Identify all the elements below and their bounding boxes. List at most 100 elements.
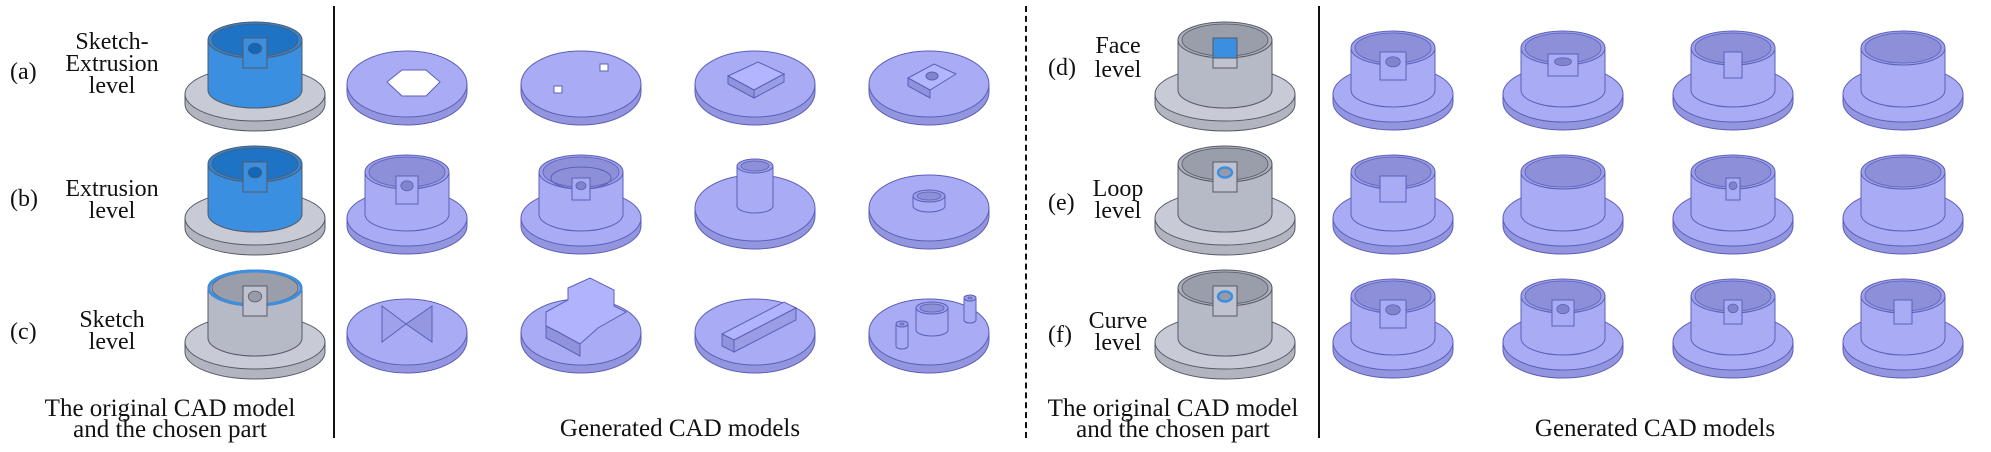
- square-cutout: [599, 63, 609, 72]
- highlight-loop: [1216, 166, 1234, 179]
- original-model-curve: [1150, 260, 1300, 380]
- highlight-face: [1212, 37, 1238, 59]
- original-model-extrusion-svg: [184, 145, 326, 256]
- generated-model-d4: [1840, 24, 1966, 134]
- original-model-sketch-extrusion-svg: [184, 21, 326, 132]
- highlight-loop: [1216, 290, 1234, 303]
- fin: [405, 305, 433, 343]
- generated-model-a2-svg: [520, 50, 642, 126]
- left-divider: [333, 6, 335, 438]
- generated-model-f3-svg: [1672, 278, 1794, 379]
- generated-model-c2-svg: [520, 277, 642, 374]
- generated-model-a2: [518, 24, 644, 134]
- original-model-face: [1150, 12, 1300, 132]
- row-tag: (b): [10, 186, 38, 212]
- generated-model-a3-svg: [694, 50, 816, 126]
- generated-model-e2-svg: [1502, 154, 1624, 255]
- caption-line: The original CAD model: [1047, 395, 1299, 422]
- generated-model-f4: [1840, 272, 1966, 382]
- generated-model-d3-svg: [1672, 30, 1794, 131]
- original-model-curve-svg: [1154, 269, 1296, 380]
- generated-model-b2: [518, 148, 644, 258]
- row-label-line: level: [88, 198, 136, 224]
- original-model-extrusion: [180, 136, 330, 256]
- generated-model-f4-svg: [1842, 278, 1964, 379]
- generated-model-a1: [344, 24, 470, 134]
- generated-model-d4-svg: [1842, 30, 1964, 131]
- inner-tab: [395, 175, 419, 205]
- generated-model-c4-svg: [868, 294, 990, 374]
- inner-tab: [242, 37, 268, 69]
- generated-model-d2: [1500, 24, 1626, 134]
- hex-cutout: [386, 69, 441, 97]
- original-model-sketch: [180, 260, 330, 380]
- generated-model-f2-svg: [1502, 278, 1624, 379]
- generated-model-c3: [692, 272, 818, 382]
- generated-model-b1-svg: [346, 154, 468, 255]
- row-tag: (d): [1048, 55, 1076, 81]
- cylinder-wall: [963, 294, 977, 324]
- generated-model-a4-svg: [868, 50, 990, 126]
- original-caption-right: The original CAD model and the chosen pa…: [1028, 396, 1318, 442]
- row-label-line: Extrusion: [65, 176, 159, 202]
- cylinder-wall: [1860, 30, 1946, 108]
- cylinder-wall: [364, 154, 450, 232]
- inner-tab: [1379, 51, 1407, 81]
- row-label-line: level: [88, 329, 136, 355]
- original-model-face-svg: [1154, 21, 1296, 132]
- cylinder-wall: [1860, 278, 1946, 356]
- row-tag: (e): [1048, 190, 1075, 216]
- caption-line: and the chosen part: [73, 416, 267, 443]
- row-tag: (c): [10, 319, 37, 345]
- base-disc: [346, 298, 468, 374]
- caption-line: Generated CAD models: [1534, 415, 1776, 442]
- generated-model-b3: [692, 148, 818, 258]
- cylinder-wall: [1690, 278, 1776, 356]
- generated-model-f2: [1500, 272, 1626, 382]
- original-caption-left: The original CAD model and the chosen pa…: [10, 396, 330, 442]
- inner-tab: [1723, 299, 1743, 325]
- cylinder-wall: [1520, 154, 1606, 232]
- inner-tab: [1547, 53, 1579, 77]
- generated-model-f1: [1330, 272, 1456, 382]
- row-tag: (f): [1048, 322, 1072, 348]
- generated-model-e2: [1500, 148, 1626, 258]
- row-label-line: Sketch-: [75, 29, 149, 55]
- row-label-line: level: [1094, 330, 1142, 356]
- cup-wall: [1177, 269, 1273, 357]
- row-tag: (a): [10, 59, 37, 85]
- generated-model-d1: [1330, 24, 1456, 134]
- cylinder-wall: [915, 301, 949, 337]
- generated-model-b2-svg: [520, 154, 642, 255]
- cylinder-wall: [1690, 30, 1776, 108]
- original-model-loop: [1150, 136, 1300, 256]
- row-label-line: level: [1094, 198, 1142, 224]
- inner-tab: [1723, 51, 1743, 79]
- row-label-line: level: [88, 73, 136, 99]
- generated-model-b4-svg: [868, 174, 990, 250]
- generated-model-b3-svg: [694, 158, 816, 250]
- square-cutout: [553, 85, 563, 94]
- row-label-line: Loop: [1092, 176, 1144, 202]
- row-label-line: Face: [1095, 33, 1141, 59]
- generated-model-c3-svg: [694, 298, 816, 374]
- caption-line: and the chosen part: [1076, 416, 1270, 443]
- caption-line: Generated CAD models: [559, 415, 801, 442]
- generated-model-f1-svg: [1332, 278, 1454, 379]
- inner-tab: [1893, 299, 1913, 325]
- generated-model-e3: [1670, 148, 1796, 258]
- inner-tab: [1551, 299, 1575, 327]
- generated-model-e4: [1840, 148, 1966, 258]
- inner-tab: [1379, 299, 1407, 329]
- cylinder-wall: [912, 189, 946, 213]
- inner-tab: [242, 285, 268, 317]
- generated-model-e1: [1330, 148, 1456, 258]
- row-label-line: level: [1094, 57, 1142, 83]
- cylinder-wall: [538, 154, 624, 232]
- generated-model-f3: [1670, 272, 1796, 382]
- inner-tab: [242, 161, 268, 193]
- generated-model-b1: [344, 148, 470, 258]
- cylinder-wall: [1860, 154, 1946, 232]
- right-divider: [1318, 6, 1320, 438]
